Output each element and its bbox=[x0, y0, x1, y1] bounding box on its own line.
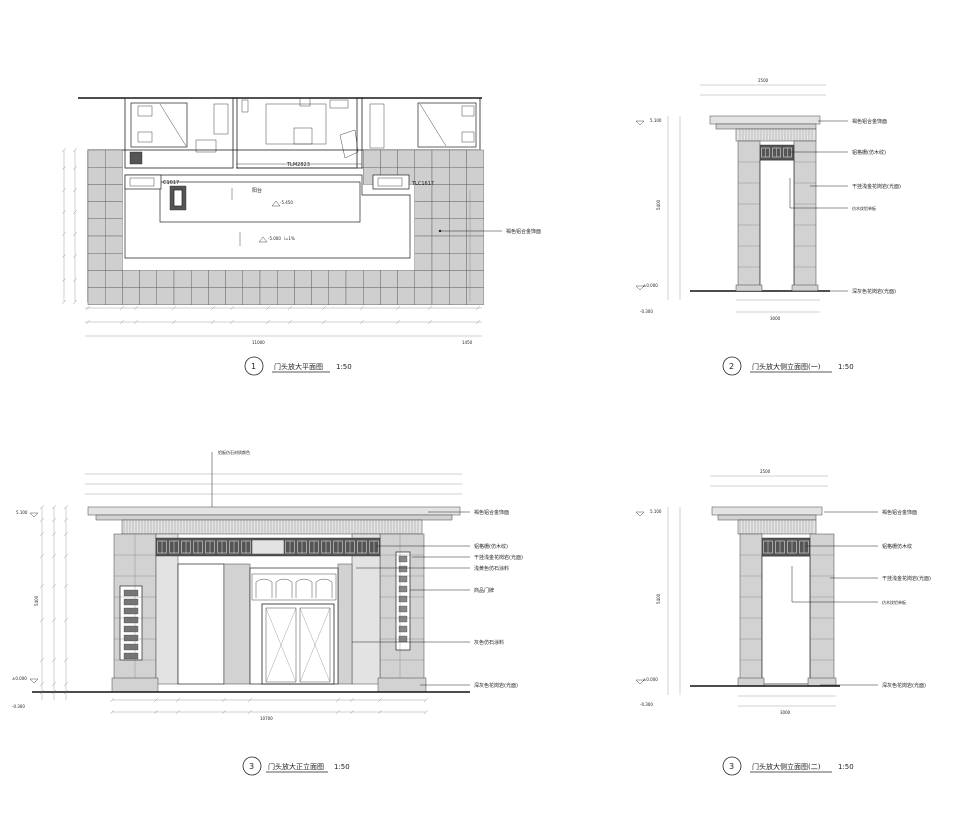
side2-note-cap: 褐色铝合金饰面 bbox=[882, 509, 917, 516]
front-transom bbox=[251, 573, 337, 601]
plan-window-right-code: TLC1617 bbox=[411, 181, 434, 187]
side2-grille bbox=[761, 537, 811, 557]
side2-view-number: 3 bbox=[729, 762, 734, 771]
side1-column-right bbox=[793, 140, 817, 292]
side-elevation-2: 2500 5.100 ±0.000 -0.300 5400 3000 褐色铝合金… bbox=[635, 469, 931, 776]
side1-view-title: 门头放大侧立面图(一) bbox=[752, 362, 821, 371]
side1-cap bbox=[709, 115, 821, 125]
side-elevation-1: 2500 5.100 ±0.000 -0.300 5400 3000 褐色铝合金… bbox=[635, 78, 901, 376]
front-base-left bbox=[111, 677, 159, 693]
plan-living-room bbox=[236, 97, 358, 169]
plan-view-scale: 1:50 bbox=[336, 363, 352, 371]
plan-room-left bbox=[124, 97, 234, 169]
side2-dim-top: 2500 bbox=[760, 469, 771, 474]
side2-level-ground: ±0.000 bbox=[643, 677, 658, 682]
side1-note-column: 干挂浅金花岗岩(光面) bbox=[852, 183, 901, 190]
plan-bed-right bbox=[417, 102, 477, 148]
plan-plant-icon bbox=[129, 151, 143, 165]
plan-door-code: TLM2823 bbox=[286, 162, 310, 168]
side2-note-base: 深灰色花岗岩(光面) bbox=[882, 682, 926, 689]
side2-column-left bbox=[739, 533, 763, 685]
front-note-base: 深灰色花岗岩(光面) bbox=[474, 682, 518, 689]
plan-dimensions: 11000 1450 bbox=[61, 147, 482, 345]
side1-dim-bottom: 3000 bbox=[770, 316, 781, 321]
front-sign-plate bbox=[251, 539, 285, 555]
plan-finish-note: 褐色铝合金饰面 bbox=[506, 228, 541, 235]
plan-window-left bbox=[124, 174, 162, 190]
side1-dim-top: 2500 bbox=[758, 78, 769, 83]
front-level-top: 5.100 bbox=[16, 510, 28, 515]
side1-note-cap: 褐色铝合金饰面 bbox=[852, 118, 887, 125]
front-note-grille: 铝格栅(仿木纹) bbox=[474, 543, 508, 550]
front-view-number: 3 bbox=[249, 762, 254, 771]
front-note-stone: 浅黄色仿石涂料 bbox=[474, 565, 509, 572]
side1-level-ground: ±0.000 bbox=[643, 283, 658, 288]
plan-window-right bbox=[372, 174, 410, 190]
front-note-sign: 商品门牌 bbox=[474, 587, 494, 594]
side2-level-below: -0.300 bbox=[640, 702, 653, 707]
side1-view-number: 2 bbox=[729, 362, 734, 371]
front-cap bbox=[87, 506, 461, 516]
side2-opening bbox=[761, 555, 811, 685]
side2-note-infill: 仿木纹铝单板 bbox=[882, 599, 906, 605]
plan-view-number: 1 bbox=[251, 362, 256, 371]
side1-dim-height: 5400 bbox=[656, 199, 661, 210]
front-view-scale: 1:50 bbox=[334, 763, 350, 771]
plan-level-lower: -5.000 bbox=[268, 236, 281, 241]
front-level-ground: ±0.000 bbox=[12, 676, 27, 681]
plan-dim-total: 11000 bbox=[252, 340, 265, 345]
plan-bed-left bbox=[130, 102, 188, 148]
plan-dim-right: 1450 bbox=[462, 340, 473, 345]
side2-cap bbox=[711, 506, 823, 516]
side1-note-base: 深灰色花岗岩(光面) bbox=[852, 288, 896, 295]
side1-opening bbox=[759, 159, 795, 292]
side1-note-infill: 仿木纹铝单板 bbox=[852, 205, 876, 211]
front-note-top: 铝板仿石材质颜色 bbox=[218, 449, 250, 455]
side2-level-top: 5.100 bbox=[650, 509, 662, 514]
front-level-below: -0.300 bbox=[12, 704, 25, 709]
side2-dim-height: 5400 bbox=[656, 593, 661, 604]
side2-view-scale: 1:50 bbox=[838, 763, 854, 771]
front-note-cap: 褐色铝合金饰面 bbox=[474, 509, 509, 516]
side2-column-right bbox=[809, 533, 835, 685]
side2-note-column: 干挂浅金花岗岩(光面) bbox=[882, 575, 931, 582]
plan-view: TLM2823 阳台 -5.450 -5.000 i=1% C1617 TLC1… bbox=[61, 97, 541, 376]
side1-grille bbox=[759, 144, 795, 161]
side1-level-below: -0.300 bbox=[640, 309, 653, 314]
plan-paving-tiles bbox=[87, 149, 484, 306]
front-dim-height: 5400 bbox=[34, 595, 39, 606]
front-note-column: 干挂浅金花岗岩(光面) bbox=[474, 554, 523, 561]
plan-view-number-bubble bbox=[244, 356, 264, 376]
plan-window-left-code: C1617 bbox=[163, 180, 179, 186]
plan-sofa-set bbox=[265, 103, 327, 145]
plan-view-title: 门头放大平面图 bbox=[274, 362, 323, 371]
plan-terrace-label: 阳台 bbox=[252, 187, 262, 194]
front-view-title: 门头放大正立面图 bbox=[268, 762, 324, 771]
plan-armchair bbox=[339, 129, 359, 159]
front-base-right bbox=[377, 677, 427, 693]
side1-note-grille: 铝格栅(仿木纹) bbox=[852, 149, 886, 156]
side1-column-left bbox=[737, 140, 761, 292]
side2-dim-bottom: 3000 bbox=[780, 710, 791, 715]
front-elevation: 铝板仿石材质颜色 bbox=[12, 449, 523, 776]
side2-view-title: 门头放大侧立面图(二) bbox=[752, 762, 821, 771]
side1-view-scale: 1:50 bbox=[838, 363, 854, 371]
side2-note-grille: 铝格栅仿木纹 bbox=[882, 543, 912, 550]
front-note-panel: 灰色仿石涂料 bbox=[474, 639, 504, 646]
front-double-door bbox=[261, 603, 335, 685]
side1-level-top: 5.100 bbox=[650, 118, 662, 123]
front-doorway bbox=[249, 567, 339, 685]
plan-level-upper: -5.450 bbox=[280, 200, 293, 205]
front-dim-total: 10700 bbox=[260, 716, 273, 721]
plan-slope: i=1% bbox=[284, 236, 295, 241]
front-side-opening bbox=[177, 563, 225, 685]
